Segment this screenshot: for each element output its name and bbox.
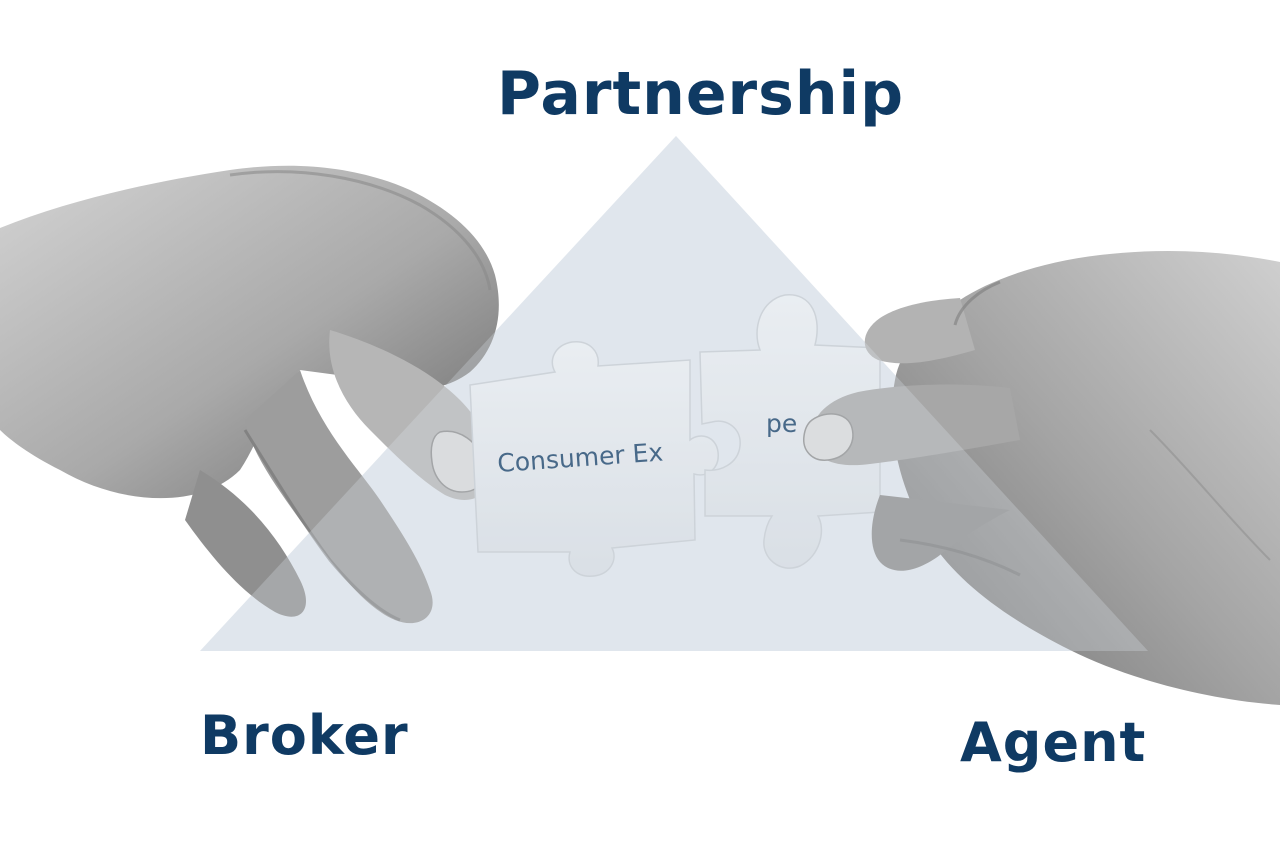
label-broker: Broker xyxy=(200,704,409,767)
right-hand xyxy=(803,250,1280,706)
left-puzzle-piece: Consumer Ex xyxy=(469,341,719,577)
label-partnership: Partnership xyxy=(497,59,905,129)
right-puzzle-piece: pe xyxy=(699,294,881,569)
right-piece-text: pe xyxy=(766,409,797,438)
left-hand xyxy=(0,165,499,624)
label-agent: Agent xyxy=(960,711,1147,774)
